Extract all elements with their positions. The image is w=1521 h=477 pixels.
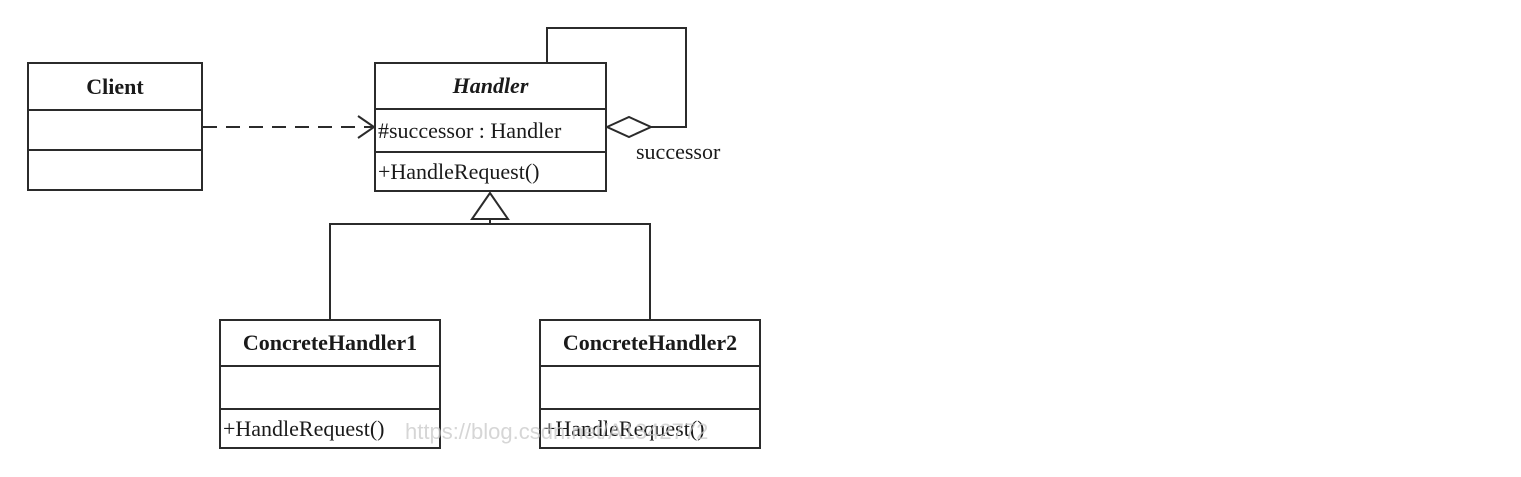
class-concrete-handler-2-name: ConcreteHandler2 xyxy=(541,321,759,367)
aggregation-line xyxy=(546,27,687,128)
class-concrete-handler-1-operations: +HandleRequest() xyxy=(223,415,385,441)
inheritance-triangle-icon xyxy=(470,191,510,220)
aggregation-diamond-icon xyxy=(604,115,654,139)
class-handler-operations: +HandleRequest() xyxy=(378,158,540,184)
class-handler-attributes: #successor : Handler xyxy=(376,110,605,153)
self-aggregation-successor xyxy=(546,27,687,139)
generalization-branch-line xyxy=(329,223,651,320)
class-client-operations xyxy=(29,151,201,189)
class-concrete-handler-2-operations: +HandleRequest() xyxy=(543,415,705,441)
class-handler: Handler #successor : Handler +HandleRequ… xyxy=(374,62,607,192)
class-concrete-handler-1-attributes xyxy=(221,367,439,410)
class-concrete-handler-2: ConcreteHandler2 +HandleRequest() xyxy=(539,319,761,449)
class-concrete-handler-1: ConcreteHandler1 +HandleRequest() xyxy=(219,319,441,449)
generalization-tree xyxy=(329,191,651,320)
dependency-client-to-handler xyxy=(203,115,376,139)
successor-role-label: successor xyxy=(636,139,721,164)
class-concrete-handler-1-name: ConcreteHandler1 xyxy=(221,321,439,367)
class-handler-name: Handler xyxy=(376,64,605,110)
class-client: Client xyxy=(27,62,203,191)
class-client-attributes xyxy=(29,111,201,151)
class-concrete-handler-2-attributes xyxy=(541,367,759,410)
class-client-name: Client xyxy=(29,64,201,111)
